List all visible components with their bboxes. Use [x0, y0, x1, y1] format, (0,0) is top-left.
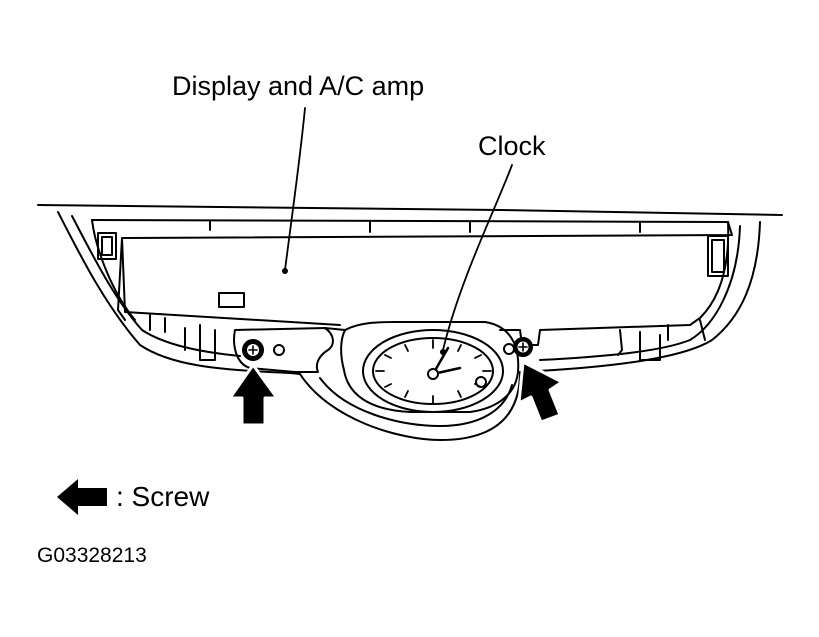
bezel-inner: [71, 215, 741, 361]
screw-arrow-icon-left: [228, 363, 279, 427]
clock-knob: [475, 376, 487, 388]
right-bracket-details: [617, 319, 706, 361]
left-bracket-details: [149, 314, 216, 361]
top-tabs: [209, 221, 641, 233]
screw-arrow-icon-right: [517, 360, 564, 424]
plate-hole: [273, 344, 285, 356]
clock-housing-curve-inner: [319, 377, 513, 427]
clock-housing: [340, 321, 520, 413]
clock-label: Clock: [478, 131, 546, 161]
left-clip: [97, 232, 117, 260]
clock-center: [427, 368, 439, 380]
bezel-outer: [57, 211, 761, 375]
legend-screw-label: : Screw: [116, 481, 210, 512]
right-clip: [707, 235, 729, 277]
clock-housing-curve: [299, 371, 521, 441]
clock-leader-line: [442, 164, 513, 351]
clock-hour-marks: [375, 339, 492, 404]
screw-icon-right: [513, 337, 533, 357]
screw-icon: [242, 339, 264, 361]
slot: [218, 292, 245, 308]
display-amp-label: Display and A/C amp: [172, 71, 425, 101]
figure-code: G03328213: [37, 544, 147, 567]
screw-arrow-icon: [57, 479, 107, 515]
display-leader-line: [284, 107, 306, 271]
mounting-plate: [233, 327, 334, 373]
dashboard-edge: [37, 204, 783, 216]
display-amp-top-frame: [91, 219, 136, 321]
display-amp-unit: [91, 219, 733, 326]
display-amp-right-frame: [539, 221, 730, 331]
clock-face: [372, 337, 494, 405]
clock-face-bezel: [362, 329, 504, 413]
